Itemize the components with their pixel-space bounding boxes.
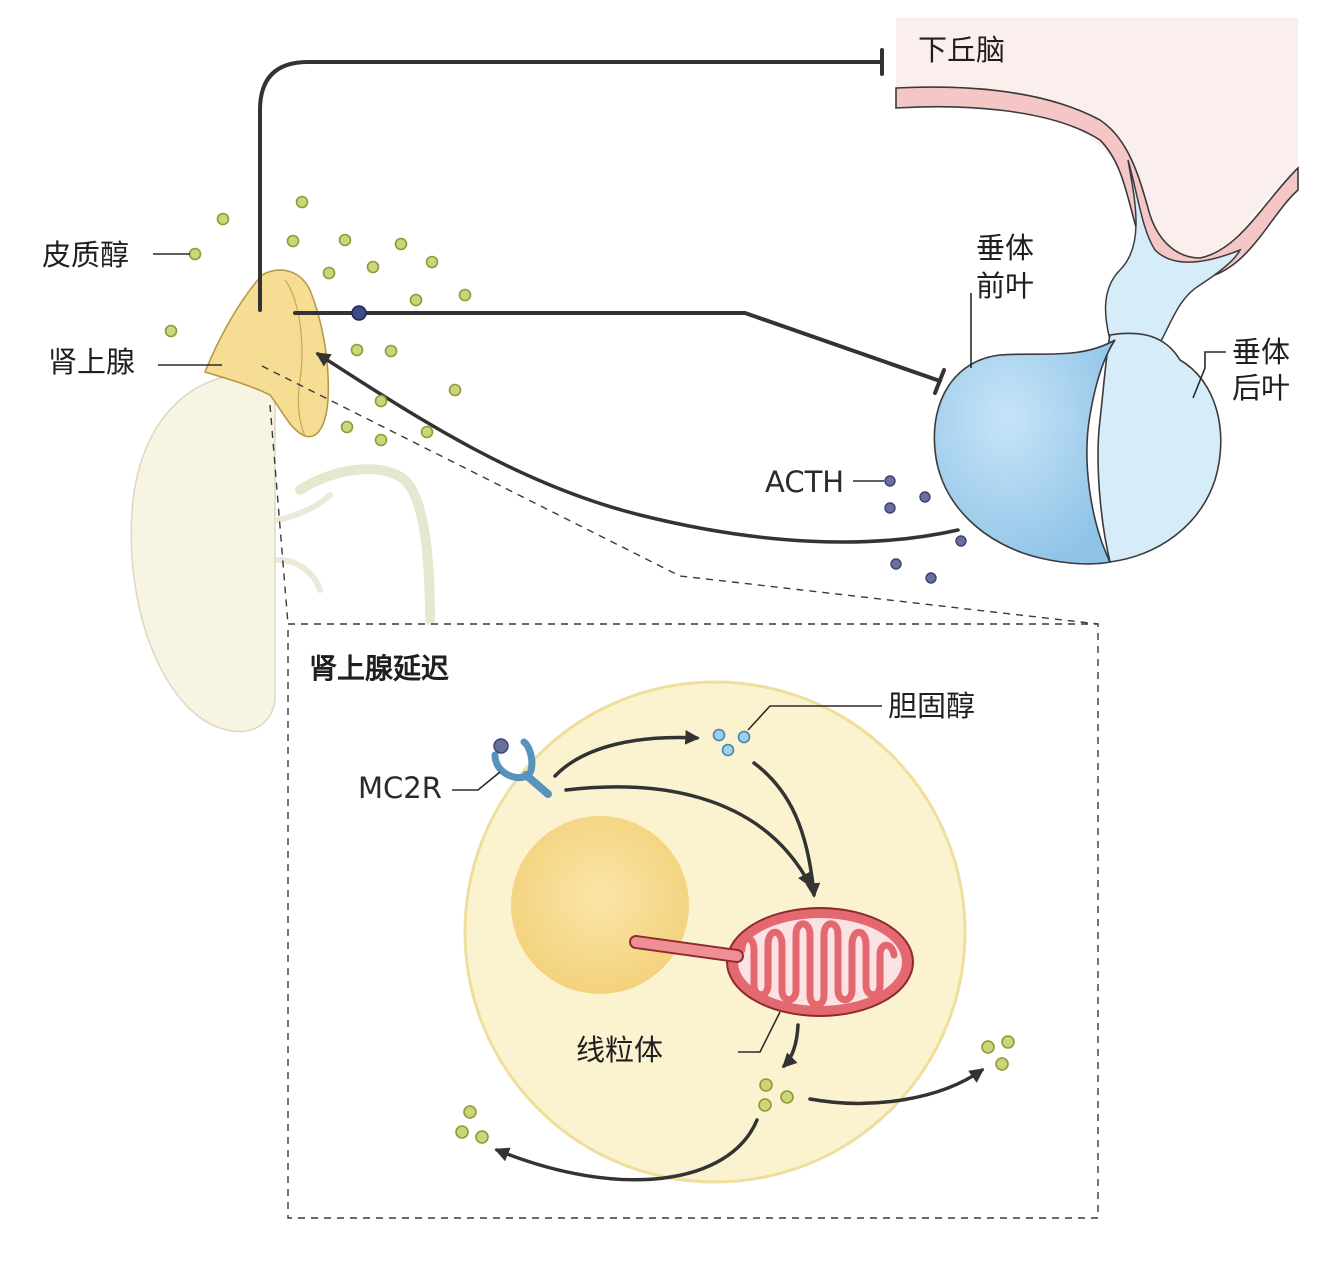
cortisol-molecule: [455, 1125, 469, 1139]
pituitary-stalk: [1104, 159, 1242, 361]
cholesterol-molecules: [712, 728, 751, 757]
acth-molecule: [884, 502, 896, 514]
mitochondrion-cristae: [738, 920, 898, 1009]
cortisol-negative-feedback-pituitary: [293, 311, 942, 383]
acth-molecule: [955, 535, 967, 547]
cortisol-molecule: [340, 420, 354, 434]
cortisol-molecule: [384, 344, 398, 358]
adrenal-gland-label: 肾上腺: [48, 345, 135, 379]
acth-molecule: [925, 572, 937, 584]
arrow-cholesterol-to-mitochondrion: [752, 761, 821, 898]
cortisol-molecule: [981, 1040, 995, 1054]
main-labels: 下丘脑 皮质醇 肾上腺 垂体 前叶 垂体 后叶 ACTH: [42, 33, 1290, 499]
cortisol-molecule: [295, 195, 309, 209]
cortisol-molecule: [216, 212, 230, 226]
inhibition-bar-pituitary: [933, 368, 946, 395]
inset-cortisol-molecules: [455, 1035, 1015, 1144]
ureter: [295, 464, 435, 625]
cortisol-molecule: [374, 433, 388, 447]
posterior-pituitary-lobe: [1097, 332, 1222, 563]
kidney-shape: [130, 374, 276, 733]
anterior-pituitary-label-line1: 垂体: [976, 231, 1034, 265]
cortisol-molecule: [463, 1105, 477, 1119]
cortisol-molecule: [475, 1130, 489, 1144]
renal-vessel: [275, 492, 333, 593]
arrow-receptor-to-mitochondrion: [564, 785, 812, 888]
cholesterol-leader-line: [747, 705, 882, 731]
cortisol-molecule: [758, 1098, 772, 1112]
cortisol-molecule: [366, 260, 380, 274]
adrenal-cell: [463, 680, 967, 1184]
cortisol-negative-feedback-hypothalamus: [258, 60, 882, 312]
mc2r-receptor: [491, 738, 552, 798]
acth-bound-ligand: [493, 738, 509, 754]
arrow-receptor-to-cholesterol: [553, 730, 700, 778]
cholesterol-molecule: [721, 743, 735, 757]
arrow-cortisol-release-right: [808, 1068, 985, 1106]
inset-frame: [287, 623, 1099, 1219]
pituitary-gland: [933, 159, 1242, 565]
cortisol-molecule: [995, 1057, 1009, 1071]
cortisol-molecule: [394, 237, 408, 251]
cortisol-molecule: [374, 394, 388, 408]
anterior-pituitary-lobe: [933, 339, 1116, 565]
cell-nucleus: [511, 816, 689, 994]
cortisol-molecule: [164, 324, 178, 338]
acth-molecule-label-target: [884, 475, 896, 487]
posterior-pituitary-leader-line: [1192, 351, 1226, 399]
cortisol-molecule-label-target: [188, 247, 202, 261]
intracellular-arrows: [494, 730, 985, 1182]
cortisol-molecule: [425, 255, 439, 269]
cortisol-molecule: [322, 266, 336, 280]
adrenal-inner-fold: [284, 279, 306, 437]
cortisol-molecule: [780, 1090, 794, 1104]
cortisol-molecule: [350, 343, 364, 357]
hypothalamus-region: [895, 18, 1299, 280]
nucleus-mitochondrion-link: [629, 935, 744, 963]
hypothalamus-boundary-band: [895, 86, 1299, 280]
posterior-pituitary-label-line2: 后叶: [1232, 371, 1290, 405]
cortisol-molecule: [338, 233, 352, 247]
cholesterol-molecule: [737, 730, 751, 744]
cortisol-molecule: [448, 383, 462, 397]
feedback-pathways: [258, 48, 960, 544]
cortisol-molecule: [420, 425, 434, 439]
acth-molecule: [919, 491, 931, 503]
mc2r-leader-line: [452, 771, 501, 791]
acth-molecule: [890, 558, 902, 570]
acth-stimulation-path: [315, 352, 960, 544]
adrenal-inset: 肾上腺延迟 MC2R 胆固醇: [287, 623, 1099, 1219]
cholesterol-molecule: [712, 728, 726, 742]
zoom-lines: [261, 365, 1099, 625]
cortisol-label: 皮质醇: [42, 238, 129, 272]
cortisol-molecule: [458, 288, 472, 302]
signal-node: [351, 305, 367, 321]
posterior-pituitary-label-line1: 垂体: [1232, 335, 1290, 369]
mitochondrion: [726, 907, 914, 1017]
arrow-cortisol-release-left: [494, 1118, 759, 1182]
arrow-mitochondrion-to-cortisol: [781, 1023, 800, 1069]
anterior-pituitary-label-line2: 前叶: [976, 269, 1034, 303]
acth-molecules: [884, 475, 967, 584]
zoom-line-lower: [269, 404, 289, 625]
cortisol-molecule: [1001, 1035, 1015, 1049]
mc2r-label: MC2R: [358, 771, 442, 805]
inset-title: 肾上腺延迟: [309, 652, 449, 685]
cortisol-molecule: [286, 234, 300, 248]
cortisol-molecule: [409, 293, 423, 307]
cortisol-molecule: [759, 1078, 773, 1092]
hypothalamus-label: 下丘脑: [918, 33, 1005, 67]
mitochondria-label: 线粒体: [576, 1033, 663, 1067]
mitochondria-leader-line: [738, 1011, 781, 1053]
cholesterol-label: 胆固醇: [888, 689, 975, 723]
acth-label: ACTH: [765, 465, 844, 499]
